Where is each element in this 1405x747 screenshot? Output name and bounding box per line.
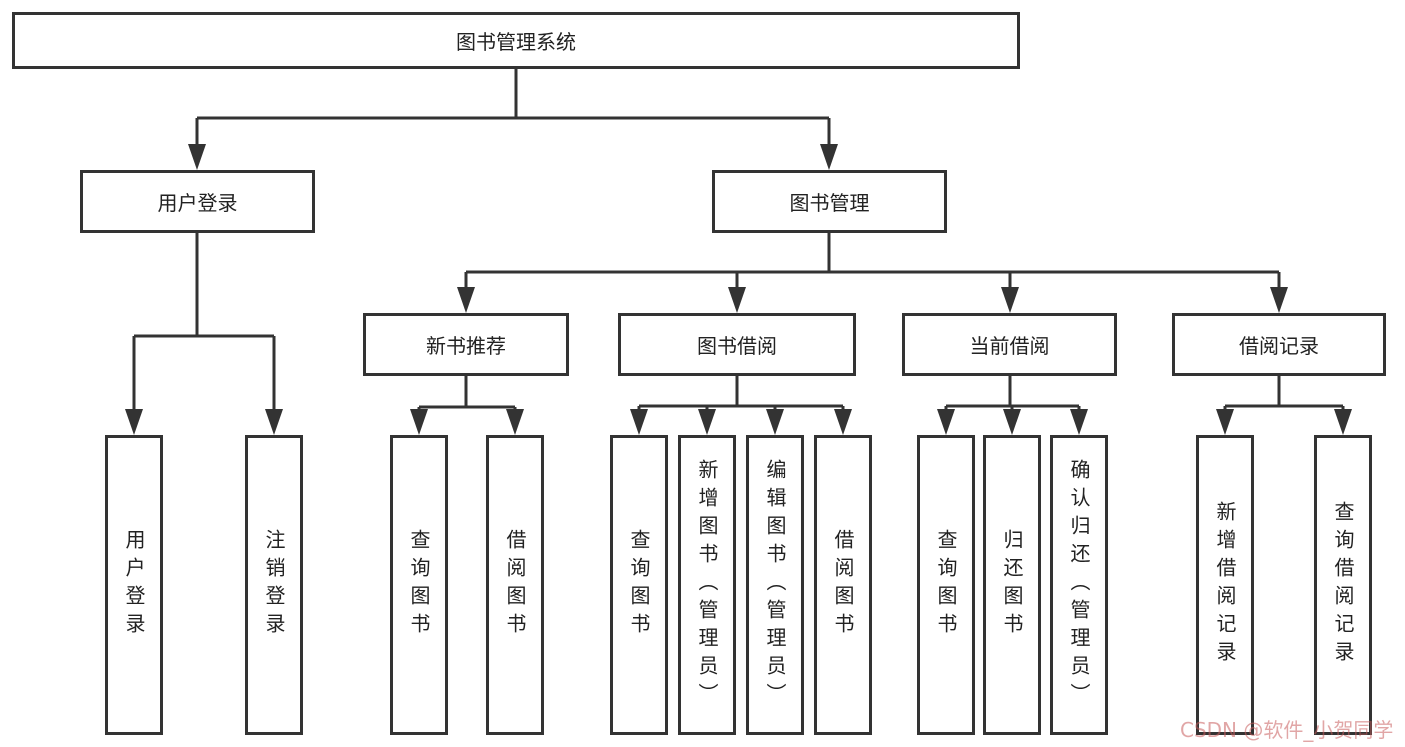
node-borrow-records-label: 借阅记录	[1239, 334, 1319, 358]
leaf-borrow-books-2: 借阅图书	[814, 435, 872, 735]
leaf-user-login-label: 用户登录	[122, 529, 146, 641]
leaf-return-book-label: 归还图书	[1000, 529, 1024, 641]
node-user-login: 用户登录	[80, 170, 315, 233]
node-new-book-recommend-label: 新书推荐	[426, 334, 506, 358]
node-book-borrow-label: 图书借阅	[697, 334, 777, 358]
leaf-query-books: 查询图书	[390, 435, 448, 735]
leaf-logout: 注销登录	[245, 435, 303, 735]
leaf-borrow-books-2-label: 借阅图书	[831, 529, 855, 641]
node-book-management-label: 图书管理	[789, 191, 870, 215]
leaf-query-books-2: 查询图书	[610, 435, 668, 735]
leaf-query-books-label: 查询图书	[407, 529, 431, 641]
node-root-label: 图书管理系统	[456, 30, 576, 54]
leaf-query-borrow-record-label: 查询借阅记录	[1331, 501, 1355, 669]
leaf-query-books-3: 查询图书	[917, 435, 975, 735]
node-book-borrow: 图书借阅	[618, 313, 856, 376]
leaf-return-book: 归还图书	[983, 435, 1041, 735]
leaf-add-book-admin-label: 新增图书（管理员）	[695, 459, 719, 711]
leaf-add-borrow-record: 新增借阅记录	[1196, 435, 1254, 735]
leaf-query-books-2-label: 查询图书	[627, 529, 651, 641]
node-borrow-records: 借阅记录	[1172, 313, 1386, 376]
csdn-watermark: CSDN @软件_小贺同学	[1180, 718, 1394, 742]
node-current-borrow: 当前借阅	[902, 313, 1117, 376]
leaf-add-book-admin: 新增图书（管理员）	[678, 435, 736, 735]
leaf-confirm-return-admin: 确认归还（管理员）	[1050, 435, 1108, 735]
node-user-login-label: 用户登录	[157, 191, 238, 215]
connector-segments	[132, 69, 1345, 431]
leaf-edit-book-admin: 编辑图书（管理员）	[746, 435, 804, 735]
node-root: 图书管理系统	[12, 12, 1020, 69]
leaf-confirm-return-admin-label: 确认归还（管理员）	[1067, 459, 1091, 711]
leaf-edit-book-admin-label: 编辑图书（管理员）	[763, 459, 787, 711]
node-current-borrow-label: 当前借阅	[969, 334, 1050, 358]
leaf-user-login: 用户登录	[105, 435, 163, 735]
node-book-management: 图书管理	[712, 170, 947, 233]
leaf-query-borrow-record: 查询借阅记录	[1314, 435, 1372, 735]
leaf-add-borrow-record-label: 新增借阅记录	[1213, 501, 1237, 669]
leaf-borrow-books: 借阅图书	[486, 435, 544, 735]
leaf-query-books-3-label: 查询图书	[934, 529, 958, 641]
node-new-book-recommend: 新书推荐	[363, 313, 569, 376]
leaf-borrow-books-label: 借阅图书	[503, 529, 527, 641]
leaf-logout-label: 注销登录	[262, 529, 286, 641]
